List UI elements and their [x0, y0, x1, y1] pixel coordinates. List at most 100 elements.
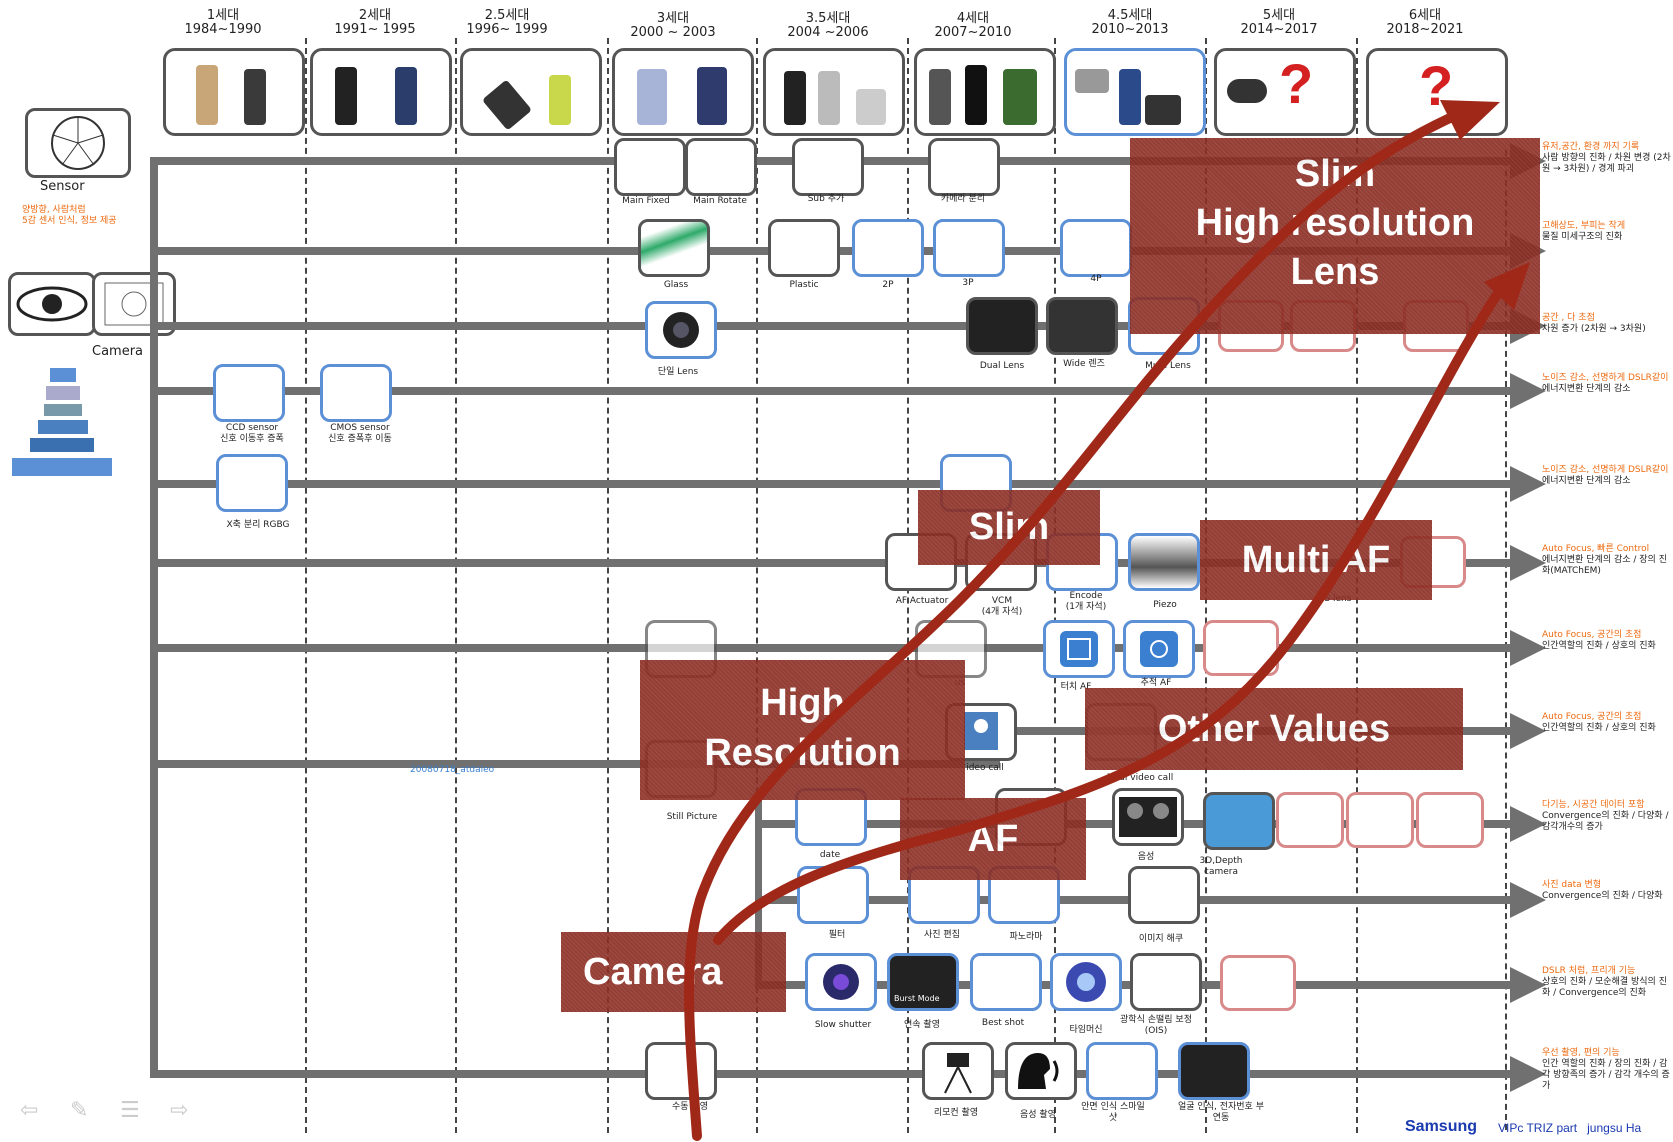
- 2p-label: 2P: [882, 280, 894, 290]
- 4p-label: 4P: [1090, 274, 1102, 284]
- projector-icon: [1075, 69, 1109, 93]
- photo-edit-label: 사진 편집: [924, 930, 960, 940]
- lane-6: [150, 559, 1516, 567]
- clamshell-phone-icon-2: [697, 67, 727, 125]
- track-af-label: 추적 AF: [1140, 678, 1172, 688]
- divider-2: [455, 38, 457, 1133]
- sensor-desc-2: 5감 센서 인식, 정보 제공: [22, 216, 117, 226]
- dual-lens-node: [966, 297, 1038, 355]
- footer-company: Samsung: [1405, 1118, 1478, 1135]
- brick-phone-icon: [196, 65, 218, 125]
- timemachine-icon: [1066, 962, 1106, 1002]
- main-fixed-label: Main Fixed: [622, 196, 670, 206]
- voice-shot-node: [1005, 1042, 1077, 1100]
- iphone-icon: [965, 65, 987, 125]
- footer-credit: VIPc TRIZ part jungsu Ha: [1498, 1121, 1642, 1135]
- touch-af-node: [1043, 620, 1115, 678]
- phone-box-gen4: [914, 48, 1056, 136]
- lane-5: [150, 480, 1516, 488]
- sound-reel-icon: [1119, 797, 1177, 837]
- camera-phone-icon: [818, 71, 840, 125]
- 3p-lens-node: [933, 219, 1005, 277]
- face-smile-node: [1086, 1042, 1158, 1100]
- camera-module-icon: [104, 282, 164, 326]
- lane-12: [150, 1070, 1516, 1078]
- af-actuator-label: AF Actuator: [895, 596, 949, 606]
- face-recog-label: 얼굴 인식, 전자번호 부 연동: [1178, 1102, 1264, 1123]
- sensor-title: Sensor: [40, 179, 85, 194]
- future-node-9b: [1346, 792, 1414, 848]
- burst-label: 연속 촬영: [904, 1020, 940, 1030]
- phone-box-gen35: [763, 48, 905, 136]
- main-fixed-node: [614, 138, 686, 196]
- track-af-node: [1123, 620, 1195, 678]
- sensor-box: [25, 108, 131, 178]
- burst-mode-node: Burst Mode: [887, 953, 959, 1011]
- vcm-sub-label: (4개 자석): [981, 607, 1023, 617]
- main-rotate-label: Main Rotate: [693, 196, 747, 206]
- lane-7: [150, 644, 1516, 652]
- depth-camera-node: [1203, 792, 1275, 850]
- dual-video-label: Dual video call: [1106, 773, 1174, 783]
- single-lens-node: [645, 301, 717, 359]
- date-label: date: [819, 850, 841, 860]
- main-rotate-node: [685, 138, 757, 196]
- android-phone-icon: [1003, 69, 1037, 125]
- image-analysis-label: 이미지 해쿠: [1138, 934, 1184, 944]
- 2p-lens-node: [852, 219, 924, 277]
- video-call-label: ideo call: [966, 763, 1004, 773]
- voice-shot-label: 음성 촬영: [1020, 1110, 1056, 1120]
- plastic-lens-node: [768, 219, 840, 277]
- panorama-label: 파노라마: [1009, 932, 1043, 942]
- glass-label: Glass: [663, 280, 689, 290]
- plastic-label: Plastic: [789, 280, 819, 290]
- question-mark-icon: ?: [1279, 52, 1314, 115]
- camera-separate-label: 카메라 분리: [940, 194, 986, 204]
- overlay-camera: Camera: [561, 932, 786, 1012]
- divider-4: [756, 38, 758, 1133]
- shutter-icon: [823, 964, 859, 1000]
- sub-camera-node: [792, 138, 864, 196]
- next-slide-icon[interactable]: ⇨: [170, 1098, 189, 1123]
- lane-arrow-5: [1510, 466, 1546, 502]
- lane-arrow-9: [1510, 806, 1546, 842]
- pen-icon[interactable]: ✎: [70, 1098, 89, 1123]
- still-picture-label: Still Picture: [666, 812, 718, 822]
- eye-box: [8, 272, 96, 336]
- sensor-desc-1: 양방향, 사람처럼: [22, 205, 86, 215]
- timeline-link[interactable]: 20080718_atdaleo: [410, 765, 495, 775]
- track-af-icon: [1140, 631, 1178, 667]
- burst-mode-text: Burst Mode: [894, 994, 940, 1003]
- phone-box-gen25: [460, 48, 602, 136]
- camera-separate-node: [928, 138, 1000, 196]
- best-shot-label: Best shot: [981, 1018, 1025, 1028]
- menu-icon[interactable]: ☰: [120, 1098, 140, 1123]
- 3p-label: 3P: [962, 278, 974, 288]
- camera-trunk: [755, 795, 762, 985]
- divider-1: [305, 38, 307, 1133]
- touch-phone-icon: [929, 69, 951, 125]
- phone-box-gen5: ?: [1214, 48, 1356, 136]
- cmos-sub-label: 신호 증폭후 이동: [328, 434, 392, 444]
- camera-title: Camera: [92, 344, 144, 359]
- bar-phone-icon: [395, 67, 417, 125]
- cmos-sensor-node: [320, 364, 392, 422]
- prev-slide-icon[interactable]: ⇦: [20, 1098, 39, 1123]
- sound-label: 음성: [1137, 852, 1155, 862]
- piezo-label: Piezo: [1153, 600, 1177, 610]
- encode-label: Encode: [1069, 591, 1103, 601]
- lane-arrow-10: [1510, 882, 1546, 918]
